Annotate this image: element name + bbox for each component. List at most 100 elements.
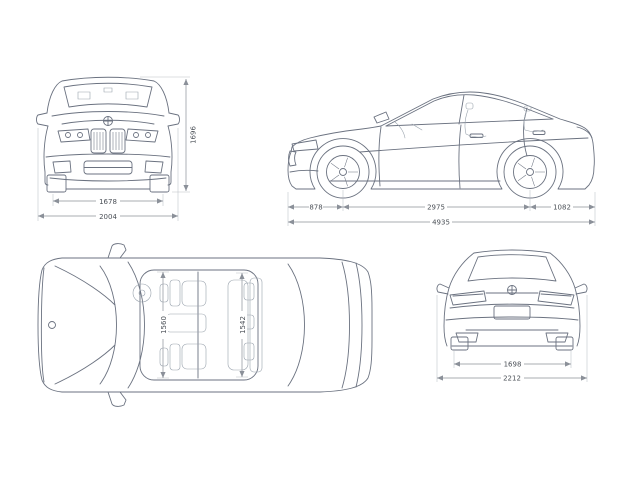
side-view: 878 2975 1082 4935	[287, 91, 596, 227]
front-side-intakes	[52, 160, 164, 174]
rear-tailgate-cut	[449, 303, 575, 309]
rear-bumper-line	[445, 316, 579, 321]
rear-extension-lines	[436, 295, 588, 382]
side-front-overhang-value: 878	[309, 204, 322, 212]
rear-left-taillight	[449, 290, 487, 306]
front-roundel-cross	[103, 116, 113, 126]
front-kidney-grille-left	[90, 128, 107, 154]
rear-left-side	[443, 252, 475, 347]
rear-left-tire	[450, 336, 469, 351]
front-bumper-line	[45, 153, 171, 158]
front-width-dim-value: 2004	[99, 213, 117, 221]
rear-right-exhaust	[545, 332, 569, 343]
side-rear-overhang-value: 1082	[553, 204, 571, 212]
top-rear-deck-lines	[341, 261, 363, 389]
front-lower-lip	[49, 177, 167, 182]
top-front-left-backrest	[169, 279, 181, 307]
side-character-line	[359, 137, 589, 153]
front-headlight-ring	[77, 132, 83, 138]
top-car-outline	[37, 243, 373, 407]
top-front-right-backrest	[169, 343, 181, 371]
side-front-wheel-spokes	[330, 157, 358, 187]
front-interior-headrests	[77, 87, 139, 100]
side-front-seat	[464, 109, 487, 138]
front-right-headlight	[125, 128, 159, 143]
rear-mirror-width-bg	[501, 374, 524, 382]
top-rear-bench-backrest	[249, 277, 263, 373]
top-front-width-bg	[158, 311, 168, 339]
front-dimensions: 1678 2004 1696	[37, 76, 198, 221]
top-rear-headrest-left	[243, 282, 255, 301]
rear-right-mirror	[574, 283, 588, 295]
side-interior-details	[394, 102, 544, 139]
top-roof-front-edge	[127, 261, 145, 389]
top-rear-headrest-right	[243, 342, 255, 361]
side-wheelbase-value: 2975	[427, 204, 445, 212]
side-front-bumper-line	[289, 169, 319, 173]
side-front-door-cut	[378, 126, 382, 187]
top-nose-contour	[40, 267, 45, 383]
top-front-width-value: 1560	[160, 316, 168, 334]
front-headlight-ring	[65, 132, 71, 138]
top-extension-ticks	[157, 271, 248, 379]
side-rear-seat	[523, 111, 544, 132]
side-front-rim	[326, 155, 360, 189]
front-left-tire	[46, 174, 67, 193]
rear-left-exhaust	[455, 332, 479, 343]
front-grille-slats	[93, 132, 123, 150]
top-right-mirror	[107, 391, 127, 407]
top-steering-wheel	[132, 283, 152, 303]
front-left-headlight	[57, 128, 91, 143]
side-length-value: 4935	[432, 219, 450, 227]
side-front-hub	[339, 168, 347, 176]
top-left-mirror	[107, 243, 127, 259]
top-panoramic-roof	[139, 269, 259, 381]
top-brand-roundel	[48, 321, 56, 329]
top-rear-width-label: 1542	[237, 311, 247, 339]
rear-car-outline	[436, 249, 588, 351]
side-rear-rim	[513, 155, 547, 189]
top-center-console	[165, 313, 207, 333]
side-length-bg	[430, 218, 452, 226]
front-headlight-ring	[145, 132, 151, 138]
side-headlight	[291, 139, 319, 152]
top-view: 1560 1542	[37, 243, 373, 407]
top-front-right-headrest	[159, 347, 169, 367]
side-rear-door-cut	[458, 124, 462, 189]
top-interior	[132, 277, 263, 373]
side-dimensions: 878 2975 1082 4935	[287, 190, 596, 227]
front-left-side	[43, 125, 49, 186]
rear-right-tire	[555, 336, 574, 351]
front-view: 1678 2004 1696	[36, 76, 198, 221]
side-rear-seat-headrest	[523, 105, 532, 112]
front-roof	[46, 76, 170, 114]
top-windshield-base	[99, 265, 117, 385]
top-rear-bench-cushion	[227, 279, 249, 371]
rear-right-side	[549, 252, 581, 347]
side-taillight	[576, 126, 593, 139]
front-right-side	[167, 125, 173, 186]
front-windshield	[63, 82, 153, 108]
top-hood-creases	[54, 265, 116, 385]
side-greenhouse-upper	[385, 94, 554, 127]
front-right-tire	[149, 174, 170, 193]
side-b-pillar	[458, 94, 465, 125]
front-track-dim-value: 1678	[99, 198, 117, 206]
front-kidney-grille-right	[109, 128, 126, 154]
top-body-outline	[37, 257, 373, 393]
rear-roof	[473, 249, 551, 254]
side-dashboard	[394, 121, 423, 139]
side-rear-wheel-spokes	[517, 157, 545, 187]
side-kidney-grille	[288, 150, 297, 167]
top-front-left-headrest	[159, 283, 169, 303]
rear-track-bg	[501, 360, 524, 368]
front-width-dim-bg	[96, 212, 120, 220]
top-rear-window	[287, 263, 305, 387]
side-body-profile	[287, 91, 595, 190]
top-steering-hub	[138, 289, 146, 297]
rear-left-mirror	[436, 283, 450, 295]
top-front-left-cushion	[181, 280, 207, 307]
front-car-outline	[36, 76, 180, 193]
